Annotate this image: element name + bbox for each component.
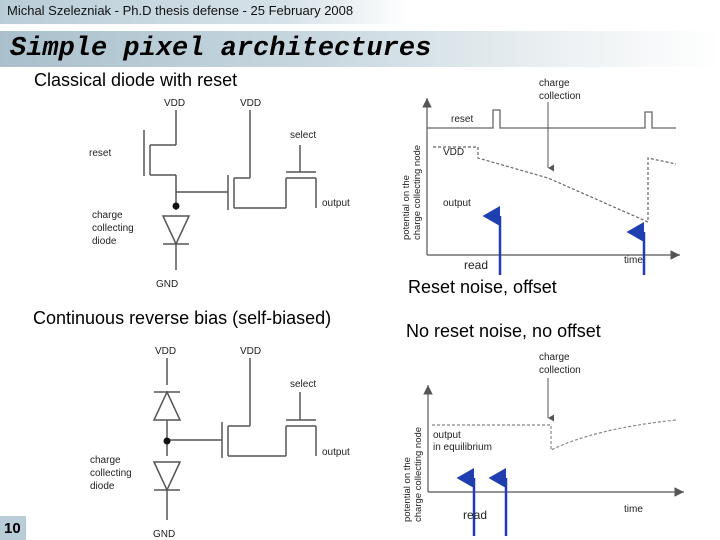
circuit-1: [143, 110, 317, 270]
plot1-reset-label: reset: [451, 114, 473, 125]
section2-heading: Continuous reverse bias (self-biased): [33, 308, 332, 328]
vdd-left-label: VDD: [164, 98, 185, 109]
plot2-time-label: time: [624, 504, 643, 515]
gnd-label: GND: [156, 279, 178, 290]
plot1-vdd-label: VDD: [443, 147, 464, 158]
diode-label-2: collecting: [92, 223, 134, 234]
plot2-output-label-2: in equilibrium: [433, 442, 492, 453]
plot-1: [422, 98, 680, 275]
reset-pulse-trace: [427, 109, 676, 129]
diode2-label-1: charge: [90, 455, 121, 466]
section1-heading: Classical diode with reset: [34, 70, 238, 90]
section1-note: Reset noise, offset: [408, 277, 557, 297]
header-text: Michal Szelezniak - Ph.D thesis defense …: [7, 3, 354, 18]
page-title: Simple pixel architectures: [10, 34, 432, 64]
reset-label: reset: [89, 148, 111, 159]
select-label: select: [290, 130, 316, 141]
potential-trace: [433, 146, 677, 223]
plot-2: [423, 378, 684, 536]
output-label-2: output: [322, 447, 350, 458]
diode2-label-3: diode: [90, 481, 115, 492]
charge-collection-label-1: charge: [539, 78, 570, 89]
output-label: output: [322, 198, 350, 209]
node-dot-1: [172, 202, 180, 210]
page-number-box: 10: [0, 516, 26, 540]
gnd-label-2: GND: [153, 529, 175, 540]
charge-collection-label-3: charge: [539, 352, 570, 363]
equilibrium-trace: [432, 419, 677, 451]
plot2-ylabel-1: potential on the: [402, 457, 413, 522]
vdd-right-label-2: VDD: [240, 346, 261, 357]
page-number: 10: [4, 520, 21, 537]
plot2-output-label-1: output: [433, 430, 461, 441]
node-dot-2: [163, 437, 171, 445]
diode-label-3: diode: [92, 236, 117, 247]
vdd-right-label: VDD: [240, 98, 261, 109]
header-bar: Michal Szelezniak - Ph.D thesis defense …: [0, 0, 410, 24]
plot1-ylabel-1: potential on the: [401, 175, 412, 240]
diode-1-symbol: [161, 215, 191, 246]
charge-collection-label-2: collection: [539, 91, 581, 102]
plot2-read-label: read: [463, 508, 487, 522]
diode2-label-2: collecting: [90, 468, 132, 479]
plot1-time-label: time: [624, 255, 643, 266]
plot2-ylabel-2: charge collecting node: [413, 427, 424, 522]
circuit-2: [152, 358, 317, 520]
select-label-2: select: [290, 379, 316, 390]
plot1-read-label: read: [464, 258, 488, 272]
plot1-output-label: output: [443, 198, 471, 209]
charge-collection-label-4: collection: [539, 365, 581, 376]
vdd-left-label-2: VDD: [155, 346, 176, 357]
diode-label-1: charge: [92, 210, 123, 221]
section2-note: No reset noise, no offset: [406, 321, 601, 341]
plot1-ylabel-2: charge collecting node: [412, 145, 423, 240]
diode-2-symbol: [152, 461, 182, 492]
bias-diode-symbol: [152, 390, 182, 421]
title-bar: Simple pixel architectures: [0, 31, 720, 67]
